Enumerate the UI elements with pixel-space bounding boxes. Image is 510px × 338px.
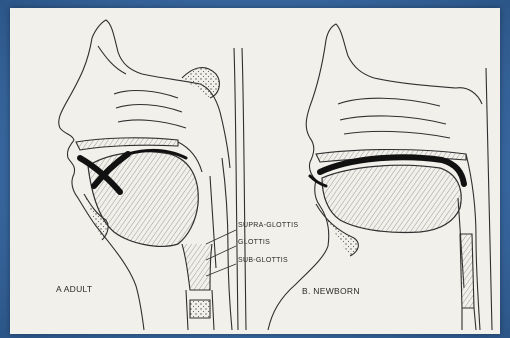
label-supra-glottis: SUPRA-GLOTTIS <box>238 222 298 229</box>
caption-newborn: B. NEWBORN <box>302 286 360 296</box>
newborn-head-section <box>268 24 492 330</box>
label-sub-glottis: SUB-GLOTTIS <box>238 257 288 264</box>
diagram-plate: SUPRA-GLOTTIS GLOTTIS SUB-GLOTTIS A ADUL… <box>10 8 500 334</box>
caption-adult: A ADULT <box>56 284 92 294</box>
label-glottis: GLOTTIS <box>238 239 270 246</box>
